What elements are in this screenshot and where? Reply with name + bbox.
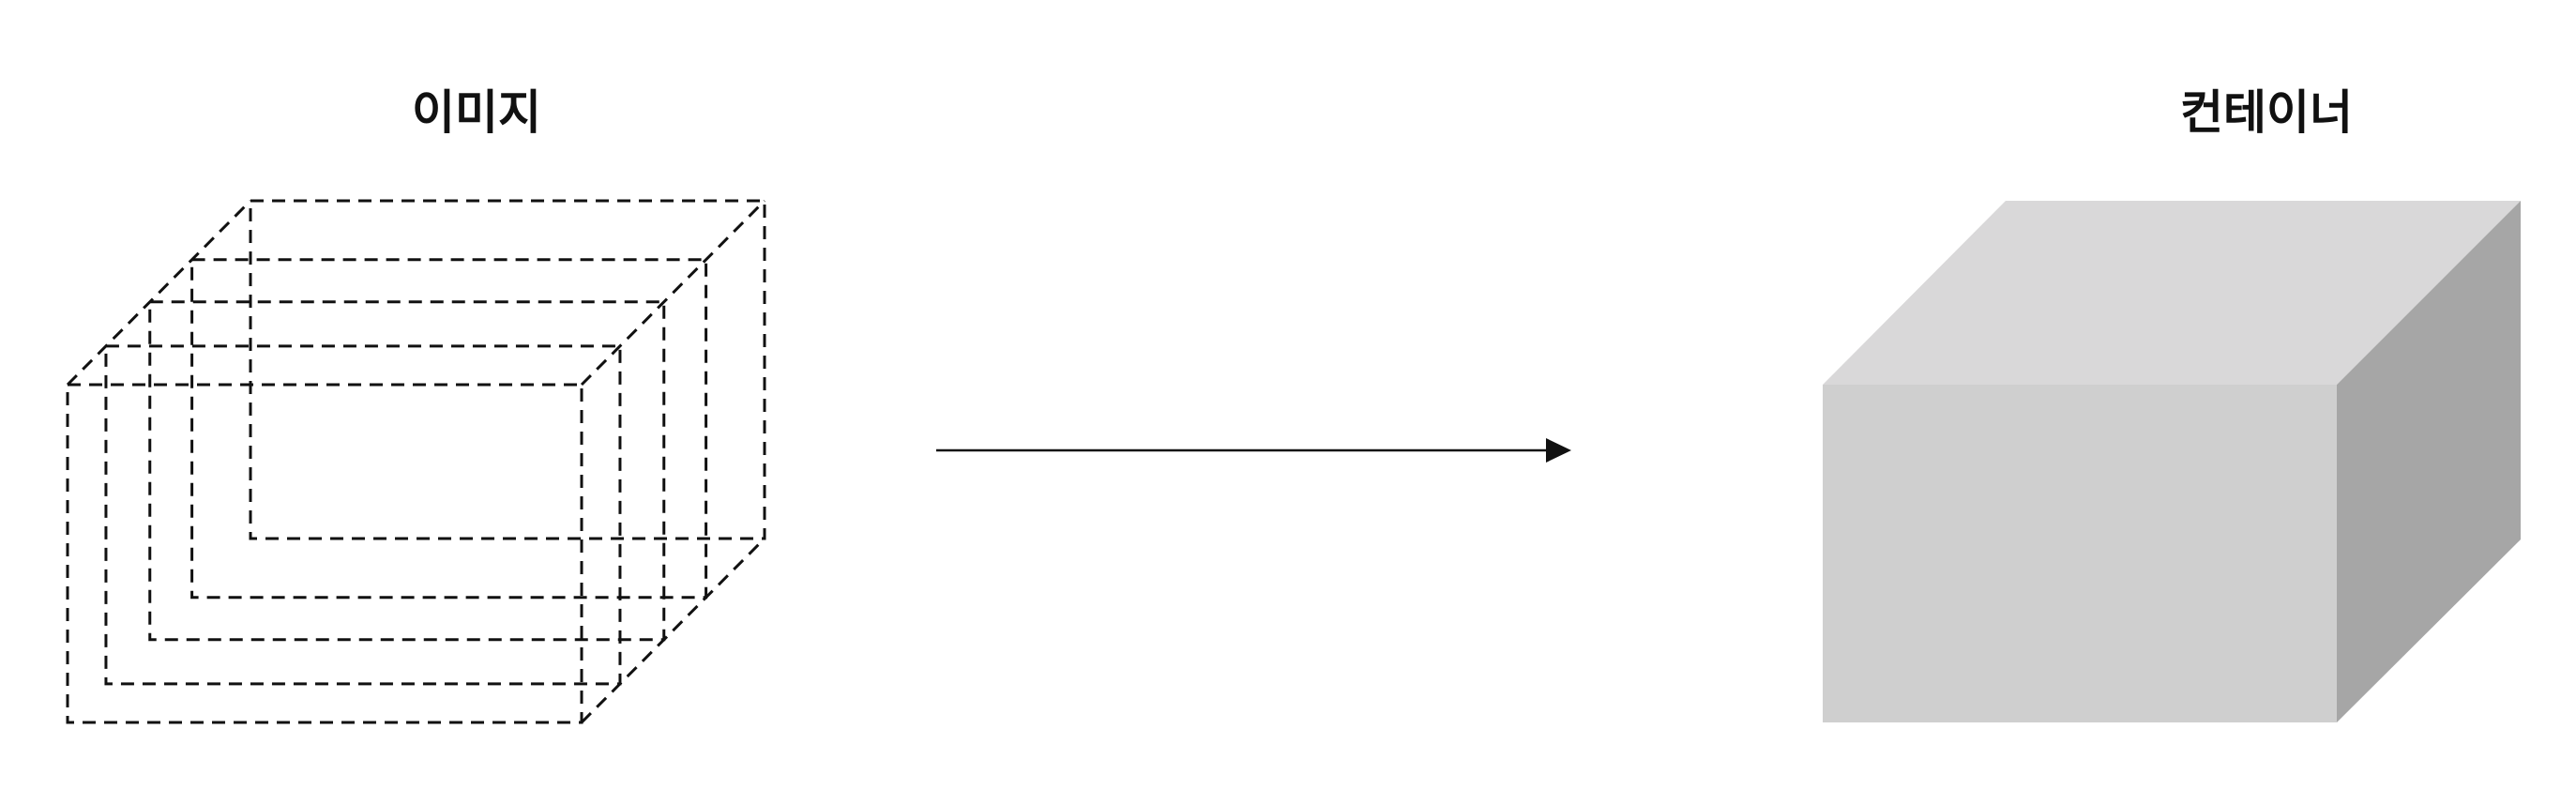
image-label: 이미지 bbox=[412, 85, 541, 140]
container-box-side bbox=[2337, 201, 2521, 722]
image-layer-frame bbox=[190, 258, 708, 600]
container-box-front bbox=[1823, 385, 2337, 722]
container-label: 컨테이너 bbox=[2180, 85, 2353, 140]
container-box-top bbox=[1823, 201, 2521, 385]
image-layer-frame bbox=[249, 199, 766, 540]
container-box bbox=[1823, 201, 2521, 722]
image-layer-edge bbox=[580, 199, 766, 387]
image-layer-frame bbox=[148, 300, 666, 642]
arrow-right bbox=[936, 438, 1571, 463]
image-layer-edge bbox=[580, 537, 766, 724]
image-layer-stack bbox=[66, 199, 766, 724]
image-layer-frame bbox=[66, 383, 583, 724]
image-layer-frame bbox=[104, 344, 622, 686]
arrow-head bbox=[1546, 438, 1571, 463]
image-layer-edge bbox=[66, 199, 252, 387]
